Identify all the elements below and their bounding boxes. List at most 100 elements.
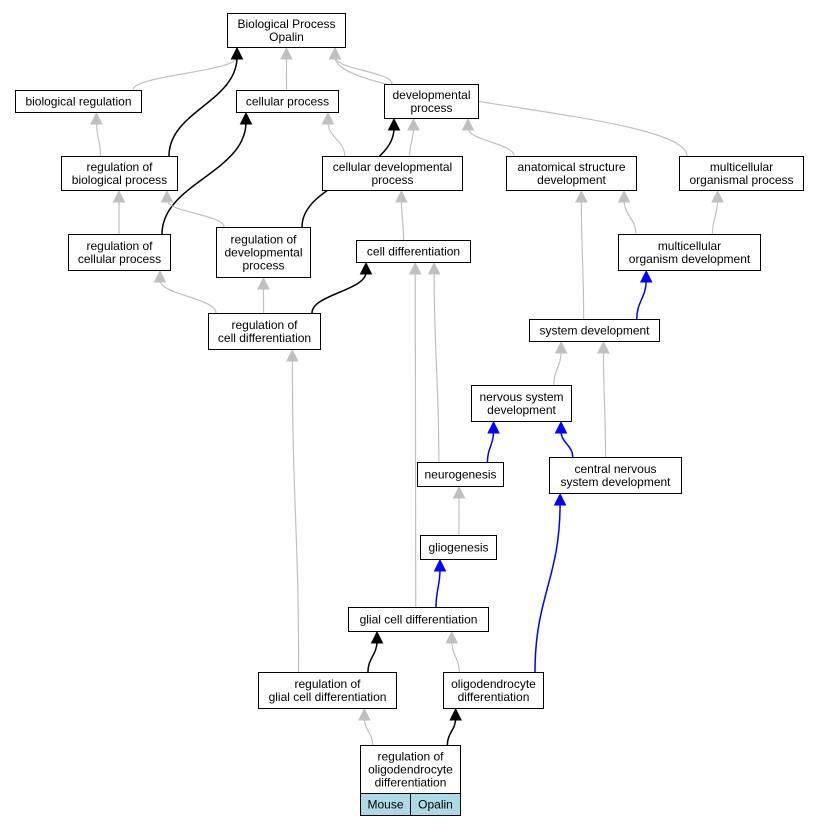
node-box xyxy=(61,156,178,191)
arrowhead xyxy=(370,630,384,644)
gene-tag-label: Opalin xyxy=(418,798,453,812)
arrowhead xyxy=(358,707,371,721)
arrowhead xyxy=(387,117,401,131)
node-label-line: system development xyxy=(539,324,650,338)
arrowhead xyxy=(230,46,244,60)
edge-part-of-oligodendrocyte-differentiation-to-central-nervous-system-development xyxy=(534,502,561,673)
edge-regulates-regulation-of-glial-cell-differentiation-to-glial-cell-differentiation xyxy=(367,640,378,673)
node-cellular-process[interactable]: cellular process xyxy=(236,90,339,113)
node-label-line: central nervous xyxy=(574,462,656,476)
node-gliogenesis[interactable]: gliogenesis xyxy=(420,535,497,560)
node-label-line: regulation of xyxy=(86,239,153,253)
node-label-line: glial cell differentiation xyxy=(269,690,387,704)
edge-is-a-regulation-of-glial-cell-differentiation-to-regulation-of-cell-differentiation xyxy=(291,358,300,673)
node-label-line: process xyxy=(410,101,452,115)
edge-part-of-system-development-to-multicellular-organism-development xyxy=(636,279,647,320)
arrowhead xyxy=(597,340,610,354)
edge-part-of-glial-cell-differentiation-to-gliogenesis xyxy=(435,568,441,608)
node-label-line: development xyxy=(537,173,606,187)
node-box xyxy=(679,156,804,191)
arrowhead xyxy=(407,117,420,131)
node-label-line: biological regulation xyxy=(25,95,131,109)
edge-is-a-anatomical-structure-development-to-developmental-process xyxy=(467,127,515,157)
edge-is-a-multicellular-organism-development-to-anatomical-structure-development xyxy=(623,199,637,235)
node-label-line: biological process xyxy=(72,173,167,187)
node-cell-differentiation[interactable]: cell differentiation xyxy=(356,240,471,263)
edge-is-a-regulation-of-developmental-process-to-regulation-of-biological-process xyxy=(166,199,225,228)
node-label-line: system development xyxy=(560,475,671,489)
node-label-line: Opalin xyxy=(269,30,304,44)
edge-is-a-nervous-system-development-to-system-development xyxy=(553,350,562,386)
node-biological-regulation[interactable]: biological regulation xyxy=(15,90,142,113)
arrowhead xyxy=(445,630,459,644)
edge-part-of-central-nervous-system-development-to-nervous-system-development xyxy=(560,430,574,458)
node-label-line: organismal process xyxy=(689,173,793,187)
node-label-line: differentiation xyxy=(458,690,530,704)
node-box xyxy=(471,385,572,422)
node-box xyxy=(417,462,504,487)
arrowhead xyxy=(160,189,174,203)
node-label-line: differentiation xyxy=(375,776,447,790)
node-label-line: development xyxy=(487,403,556,417)
node-label-line: regulation of xyxy=(377,750,444,764)
edge-is-a-system-development-to-anatomical-structure-development xyxy=(580,199,585,320)
node-box xyxy=(258,672,397,709)
node-label-line: regulation of xyxy=(230,233,297,247)
node-label-line: Biological Process xyxy=(237,17,335,31)
node-box xyxy=(322,156,463,191)
arrowhead xyxy=(461,117,475,131)
arrowhead xyxy=(452,485,466,499)
node-neurogenesis[interactable]: neurogenesis xyxy=(417,462,504,487)
node-label-line: cell differentiation xyxy=(367,245,460,259)
arrowhead xyxy=(90,111,103,125)
node-label-line: organism development xyxy=(629,252,751,266)
edge-is-a-cellular-developmental-process-to-developmental-process xyxy=(408,127,415,157)
node-box xyxy=(443,672,544,709)
node-glial-cell-differentiation[interactable]: glial cell differentiation xyxy=(348,607,489,632)
arrowhead xyxy=(449,707,462,721)
arrowhead xyxy=(433,558,447,572)
node-system-development[interactable]: system development xyxy=(529,319,660,342)
arrowhead xyxy=(639,269,653,283)
edge-is-a-regulation-of-biological-process-to-biological-regulation xyxy=(95,121,102,157)
edge-regulates-regulation-of-cellular-process-to-cellular-process xyxy=(161,121,247,235)
gene-tag-box xyxy=(410,793,461,816)
node-label-line: multicellular xyxy=(710,160,773,174)
node-box xyxy=(348,607,489,632)
node-box xyxy=(15,90,142,113)
arrowhead xyxy=(617,189,631,203)
node-label-line: regulation of xyxy=(294,677,361,691)
arrowhead xyxy=(553,492,567,506)
node-label-line: cellular developmental xyxy=(333,160,452,174)
arrowhead xyxy=(427,261,441,275)
node-label-line: cell differentiation xyxy=(218,331,311,345)
node-regulation-of-oligodendrocyte-differentiation[interactable]: regulation ofoligodendrocytedifferentiat… xyxy=(360,745,461,794)
node-label-line: glial cell differentiation xyxy=(360,613,478,627)
node-box xyxy=(68,234,171,271)
edge-is-a-cellular-developmental-process-to-cellular-process xyxy=(327,121,346,157)
arrowhead xyxy=(286,348,299,362)
edge-is-a-regulation-of-cell-differentiation-to-regulation-of-cellular-process xyxy=(159,279,217,314)
node-label-line: oligodendrocyte xyxy=(368,763,453,777)
species-tag[interactable]: Mouse xyxy=(360,793,411,816)
arrowhead xyxy=(153,269,167,283)
node-label-line: process xyxy=(371,173,413,187)
gene-tag[interactable]: Opalin xyxy=(410,793,461,816)
edge-is-a-central-nervous-system-development-to-system-development xyxy=(602,350,607,458)
node-label-line: nervous system xyxy=(479,390,563,404)
